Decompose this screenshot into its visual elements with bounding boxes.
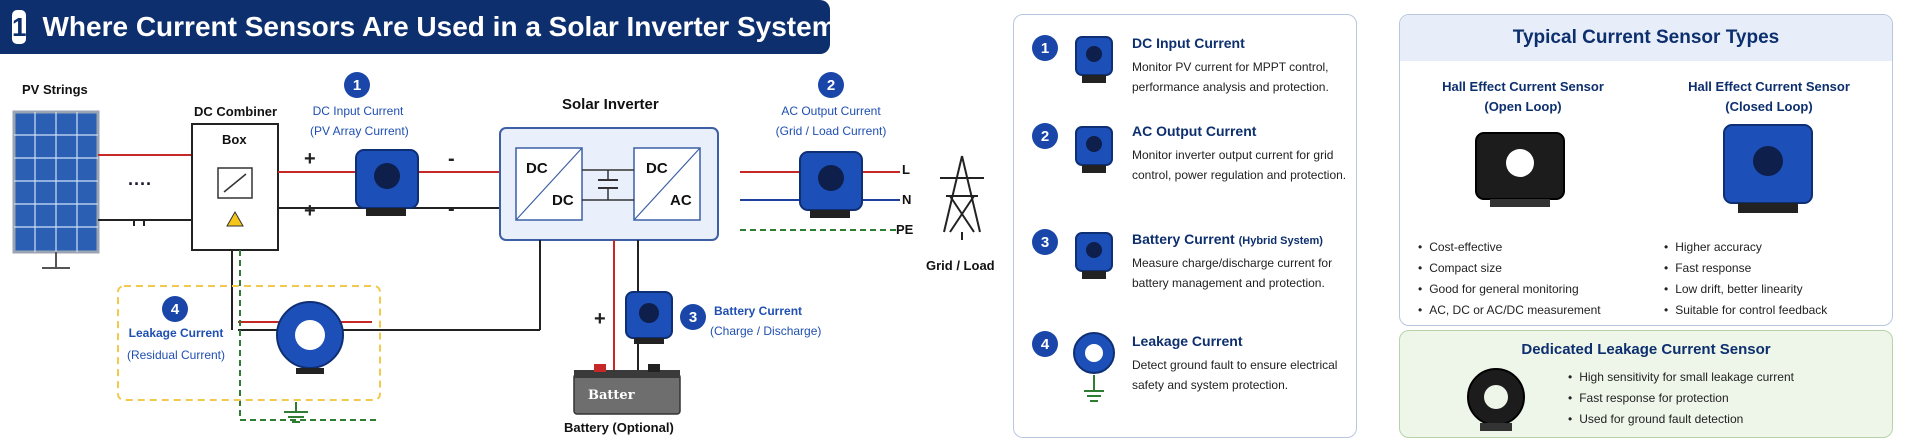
legend-3-desc: Measure charge/discharge current for bat… (1132, 256, 1333, 290)
open-loop-bullets: Cost-effective Compact size Good for gen… (1418, 237, 1601, 321)
open-loop-title-line2: (Open Loop) (1484, 99, 1562, 114)
page-title: Where Current Sensors Are Used in a Sola… (42, 11, 837, 42)
point-1-badge: 1 (344, 72, 370, 98)
legend-4-title: Leakage Current (1132, 333, 1243, 349)
legend-3-title-text: Battery Current (1132, 231, 1235, 247)
battery-sensor-icon (1075, 232, 1113, 279)
closed-loop-bullets: Higher accuracy Fast response Low drift,… (1664, 237, 1827, 321)
pv-panel-icon (12, 110, 100, 269)
point-1-title: DC Input Current (312, 104, 404, 118)
legend-4-desc: Detect ground fault to ensure electrical… (1132, 358, 1338, 392)
point-2-subtitle: (Grid / Load Current) (775, 124, 887, 138)
closed-loop-title-line1: Hall Effect Current Sensor (1688, 79, 1850, 94)
grid-load-label: Grid / Load (926, 258, 995, 273)
more-strings-dots: ···· (128, 174, 152, 194)
dcdc-top-label: DC (526, 160, 548, 177)
point-3-title: Battery Current (714, 304, 803, 318)
leakage-sensor-heading: Dedicated Leakage Current Sensor (1521, 341, 1771, 358)
dc-sensor-icon (1075, 36, 1113, 83)
legend-3-title: Battery Current (Hybrid System) (1132, 231, 1323, 247)
legend-panel: 1 DC Input Current Monitor PV current fo… (1013, 14, 1357, 438)
title-banner: 1 Where Current Sensors Are Used in a So… (0, 0, 837, 54)
pv-strings-label: PV Strings (22, 82, 88, 97)
point-4-badge: 4 (162, 296, 188, 322)
legend-1-desc: Monitor PV current for MPPT control, per… (1132, 60, 1329, 94)
minus-sign: - (448, 148, 455, 170)
open-loop-bullet: AC, DC or AC/DC measurement (1418, 300, 1600, 321)
point-3-badge: 3 (680, 304, 706, 330)
battery-icon (573, 364, 681, 415)
legend-2-badge: 2 (1032, 123, 1058, 149)
battery-sensor-icon (625, 291, 673, 344)
sensor-types-panel: Typical Current Sensor Types Hall Effect… (1399, 14, 1893, 326)
leakage-bullet: Used for ground fault detection (1568, 409, 1794, 430)
battery-label: Battery (Optional) (564, 420, 674, 435)
plus-sign: + (304, 200, 316, 222)
ac-sensor-icon (1075, 126, 1113, 173)
open-loop-title-line1: Hall Effect Current Sensor (1442, 79, 1604, 94)
leakage-area (117, 285, 381, 401)
point-2-badge: 2 (818, 72, 844, 98)
terminal-pe: PE (896, 222, 914, 237)
open-loop-bullet: Compact size (1418, 258, 1601, 279)
closed-loop-bullet: Higher accuracy (1664, 237, 1827, 258)
point-1-subtitle: (PV Array Current) (310, 124, 409, 138)
point-2-title: AC Output Current (781, 104, 881, 118)
legend-1-badge: 1 (1032, 35, 1058, 61)
ac-sensor-icon (799, 151, 863, 218)
minus-sign: - (448, 198, 455, 220)
ground-icon (284, 402, 308, 423)
legend-2-desc: Monitor inverter output current for grid… (1132, 148, 1347, 182)
open-loop-sensor-icon (1475, 132, 1565, 207)
leakage-bullet: High sensitivity for small leakage curre… (1568, 367, 1794, 388)
leakage-sensor-panel: Dedicated Leakage Current Sensor High se… (1399, 330, 1893, 438)
legend-1-title: DC Input Current (1132, 35, 1245, 51)
legend-2-title: AC Output Current (1132, 123, 1257, 139)
leakage-sensor-icon (276, 301, 344, 374)
transmission-tower-icon (940, 155, 984, 240)
point-4-title: Leakage Current (128, 326, 224, 340)
dc-combiner-label: DC Combiner (194, 104, 278, 119)
dcdc-bottom-label: DC (552, 192, 574, 209)
open-loop-title: Hall Effect Current Sensor (Open Loop) (1400, 77, 1646, 117)
closed-loop-bullet: Suitable for control feedback (1664, 300, 1827, 321)
closed-loop-sensor-icon (1723, 124, 1813, 213)
leakage-sensor-icon (1467, 368, 1525, 431)
dcac-top-label: DC (646, 160, 668, 177)
terminal-n: N (902, 192, 912, 207)
wiring-diagram (12, 110, 984, 423)
open-loop-bullet: Good for general monitoring (1418, 279, 1601, 300)
plus-sign: + (594, 308, 606, 330)
section-number: 1 (12, 10, 27, 44)
terminal-l: L (902, 162, 910, 177)
dcac-bottom-label: AC (670, 192, 692, 209)
plus-sign: + (304, 148, 316, 170)
solar-inverter-label: Solar Inverter (562, 96, 659, 113)
leakage-bullets: High sensitivity for small leakage curre… (1568, 367, 1794, 430)
legend-3-badge: 3 (1032, 229, 1058, 255)
sensor-types-heading: Typical Current Sensor Types (1400, 15, 1892, 61)
dc-sensor-icon (355, 149, 419, 216)
closed-loop-title-line2: (Closed Loop) (1725, 99, 1813, 114)
point-3-subtitle: (Charge / Discharge) (710, 324, 822, 338)
closed-loop-bullet: Fast response (1664, 258, 1827, 279)
leakage-sensor-icon (1073, 332, 1115, 402)
battery-brand-label: Batter (588, 388, 635, 403)
point-4-subtitle: (Residual Current) (126, 348, 226, 362)
open-loop-bullet: Cost-effective (1418, 237, 1601, 258)
closed-loop-bullet: Low drift, better linearity (1664, 279, 1827, 300)
legend-4-badge: 4 (1032, 331, 1058, 357)
closed-loop-title: Hall Effect Current Sensor (Closed Loop) (1646, 77, 1892, 117)
legend-3-note: (Hybrid System) (1238, 235, 1323, 247)
box-label: Box (222, 132, 247, 147)
leakage-bullet: Fast response for protection (1568, 388, 1794, 409)
